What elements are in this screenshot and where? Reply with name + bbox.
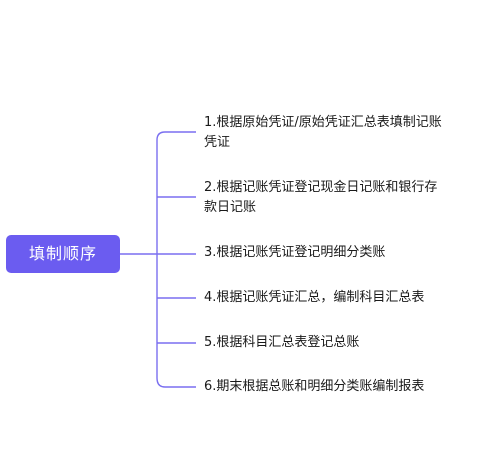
branch-4-line-1: 4.根据记账凭证汇总，编制科目汇总表 bbox=[204, 290, 425, 305]
branch-node-3[interactable]: 3.根据记账凭证登记明细分类账 bbox=[204, 243, 494, 263]
branch-2-line-2: 款日记账 bbox=[204, 200, 257, 215]
branch-node-2[interactable]: 2.根据记账凭证登记现金日记账和银行存 款日记账 bbox=[204, 178, 494, 218]
branch-3-line-1: 3.根据记账凭证登记明细分类账 bbox=[204, 245, 386, 260]
branch-6-line-1: 6.期末根据总账和明细分类账编制报表 bbox=[204, 379, 425, 394]
branch-node-6[interactable]: 6.期末根据总账和明细分类账编制报表 bbox=[204, 377, 494, 397]
branch-node-4[interactable]: 4.根据记账凭证汇总，编制科目汇总表 bbox=[204, 288, 494, 308]
connector-branch-1 bbox=[156, 131, 196, 141]
branch-1-line-1: 1.根据原始凭证/原始凭证汇总表填制记账 bbox=[204, 115, 442, 130]
branch-5-line-1: 5.根据科目汇总表登记总账 bbox=[204, 335, 360, 350]
branch-2-line-1: 2.根据记账凭证登记现金日记账和银行存 bbox=[204, 180, 438, 195]
branch-1-line-2: 凭证 bbox=[204, 135, 231, 150]
root-node[interactable]: 填制顺序 bbox=[6, 235, 120, 273]
branch-node-1[interactable]: 1.根据原始凭证/原始凭证汇总表填制记账 凭证 bbox=[204, 113, 494, 153]
connector-branch-6 bbox=[156, 377, 196, 388]
branch-node-5[interactable]: 5.根据科目汇总表登记总账 bbox=[204, 333, 494, 353]
